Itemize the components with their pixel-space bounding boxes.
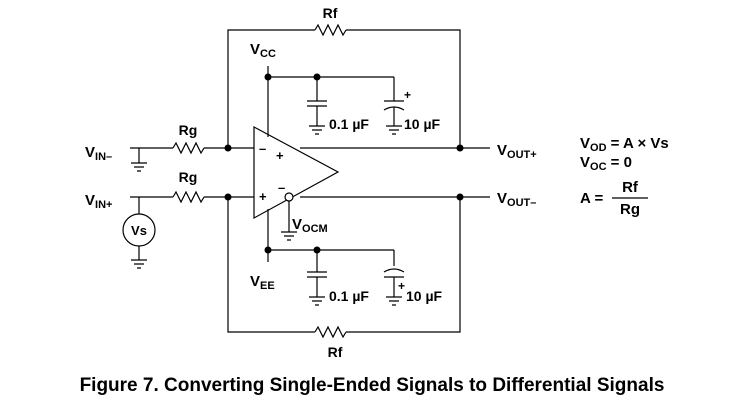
equations: VOD = A × Vs VOC = 0 A = Rf Rg — [580, 135, 669, 218]
vout-minus-label: VOUT– — [497, 190, 536, 209]
cap-large-bottom-label: 10 µF — [406, 288, 443, 304]
ground-symbol — [131, 148, 147, 172]
figure-caption: Figure 7. Converting Single-Ended Signal… — [79, 375, 665, 396]
amp-input-bottom-sign: + — [259, 189, 267, 204]
voc-equation: VOC = 0 — [580, 154, 632, 173]
amp-output-top-sign: + — [276, 148, 284, 163]
cap-small-top-label: 0.1 µF — [329, 116, 369, 132]
vod-equation: VOD = A × Vs — [580, 135, 669, 154]
gain-equation-lhs: A = — [580, 190, 603, 207]
op-amp: – + + – VOCM — [253, 125, 490, 241]
gain-numerator: Rf — [622, 179, 639, 196]
vocm-pin — [284, 192, 294, 202]
cap-large-top-label: 10 µF — [404, 116, 441, 132]
rf-bottom-label: Rf — [328, 344, 343, 360]
vocm-label: VOCM — [292, 216, 328, 235]
feedback-resistor-bottom: Rf — [227, 197, 461, 360]
vin-minus-label: VIN– — [85, 144, 112, 163]
rg-top-label: Rg — [179, 122, 198, 138]
amp-output-bottom-sign: – — [278, 180, 285, 195]
cap-plus-top: + — [404, 88, 411, 102]
amp-input-top-sign: – — [259, 141, 266, 156]
ground-symbol — [131, 246, 147, 269]
vin-plus-label: VIN+ — [85, 192, 112, 211]
vout-plus-label: VOUT+ — [497, 142, 537, 161]
cap-plus-bottom: + — [398, 279, 405, 293]
feedback-resistor-top: Rf — [227, 5, 461, 148]
rg-bottom-label: Rg — [179, 169, 198, 185]
gain-denominator: Rg — [620, 201, 640, 218]
vcc-supply: VCC 0.1 µF + 10 µF — [250, 41, 441, 137]
cap-small-bottom-label: 0.1 µF — [329, 288, 369, 304]
vcc-label: VCC — [250, 41, 276, 60]
junction-dots — [224, 73, 464, 254]
source-label: Vs — [131, 223, 147, 238]
vee-supply: VEE 0.1 µF + 10 µF — [250, 209, 443, 306]
vin-minus-input: VIN– Rg — [85, 122, 254, 172]
vin-plus-input: VIN+ Rg Vs — [85, 169, 254, 269]
vee-label: VEE — [250, 273, 275, 292]
rf-top-label: Rf — [323, 5, 338, 21]
